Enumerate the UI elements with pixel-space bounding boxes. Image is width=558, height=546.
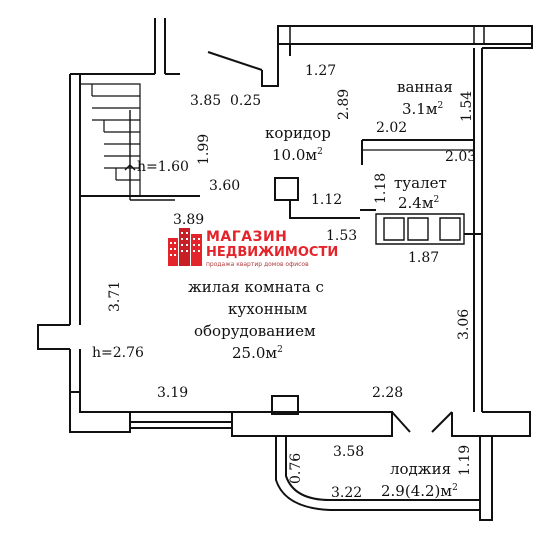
logo-tagline: продажа квартир домов офисов bbox=[206, 261, 309, 268]
door-loggia bbox=[391, 411, 453, 433]
wall-bath-left bbox=[277, 26, 291, 56]
box-shaft bbox=[274, 177, 299, 201]
loggia-name: лоджия bbox=[390, 460, 452, 478]
staircase bbox=[80, 83, 141, 197]
dim-1-27: 1.27 bbox=[305, 63, 337, 79]
dim-1-19: 1.19 bbox=[457, 444, 473, 476]
bath-name: ванная bbox=[397, 78, 453, 96]
wall-stair-top bbox=[154, 18, 180, 75]
corner-top-right bbox=[482, 26, 533, 49]
wall-toilet-bottom bbox=[289, 200, 376, 219]
dim-1-54: 1.54 bbox=[459, 90, 475, 122]
stair-height: h=1.60 bbox=[137, 159, 189, 175]
living-line3: оборудованием bbox=[194, 322, 316, 340]
dim-1-99: 1.99 bbox=[196, 133, 212, 165]
room-height: h=2.76 bbox=[92, 345, 144, 361]
dim-3-06: 3.06 bbox=[456, 308, 472, 340]
dim-3-85: 3.85 bbox=[190, 93, 222, 109]
window-bottom bbox=[130, 411, 232, 429]
dim-0-25: 0.25 bbox=[230, 93, 262, 109]
dim-0-76: 0.76 bbox=[288, 452, 304, 484]
wall-niche-left bbox=[37, 324, 81, 392]
outer-wall-top-inner bbox=[289, 26, 485, 44]
outer-wall-bottom-right bbox=[451, 411, 531, 437]
dim-2-28: 2.28 bbox=[372, 385, 404, 401]
bath-area: 3.1м2 bbox=[402, 100, 444, 118]
outer-wall-bottom-mid bbox=[231, 411, 393, 437]
toilet-name: туалет bbox=[394, 174, 447, 192]
outer-wall-top bbox=[277, 25, 533, 45]
dim-3-19: 3.19 bbox=[157, 385, 189, 401]
dim-3-58: 3.58 bbox=[333, 444, 365, 460]
dim-3-60: 3.60 bbox=[209, 178, 241, 194]
logo-title-line1: МАГАЗИН bbox=[206, 229, 288, 245]
logo-title-line2: НЕДВИЖИМОСТИ bbox=[206, 245, 339, 260]
loggia-area: 2.9(4.2)м2 bbox=[381, 482, 458, 500]
wall-bath-bottom bbox=[361, 139, 474, 165]
dim-3-22: 3.22 bbox=[331, 485, 363, 501]
kitchen-unit bbox=[375, 213, 465, 245]
dim-3-89: 3.89 bbox=[173, 212, 205, 228]
outer-wall-right bbox=[473, 48, 483, 412]
living-line2: кухонным bbox=[228, 300, 308, 318]
column-bottom bbox=[271, 395, 299, 415]
dim-3-71: 3.71 bbox=[107, 280, 123, 312]
building-logo-icon bbox=[168, 228, 202, 266]
hall-name: коридор bbox=[265, 124, 331, 142]
living-area: 25.0м2 bbox=[232, 344, 283, 362]
dim-2-03: 2.03 bbox=[445, 149, 477, 165]
dim-1-53: 1.53 bbox=[326, 228, 358, 244]
hall-area: 10.0м2 bbox=[272, 146, 323, 164]
toilet-area: 2.4м2 bbox=[398, 194, 440, 212]
dim-2-02: 2.02 bbox=[376, 120, 408, 136]
loggia-right bbox=[479, 436, 493, 521]
door-hall bbox=[207, 51, 279, 87]
dim-1-18: 1.18 bbox=[373, 172, 389, 204]
outer-wall-bottom-left bbox=[69, 391, 131, 433]
agency-logo: МАГАЗИН НЕДВИЖИМОСТИ продажа квартир дом… bbox=[166, 224, 346, 272]
dim-2-89: 2.89 bbox=[336, 88, 352, 120]
stair-rail bbox=[124, 110, 175, 201]
living-line1: жилая комната с bbox=[188, 278, 324, 296]
loggia-outline bbox=[275, 436, 481, 511]
dim-1-87: 1.87 bbox=[408, 250, 440, 266]
outer-wall-left bbox=[69, 73, 155, 325]
dim-1-12: 1.12 bbox=[311, 192, 343, 208]
